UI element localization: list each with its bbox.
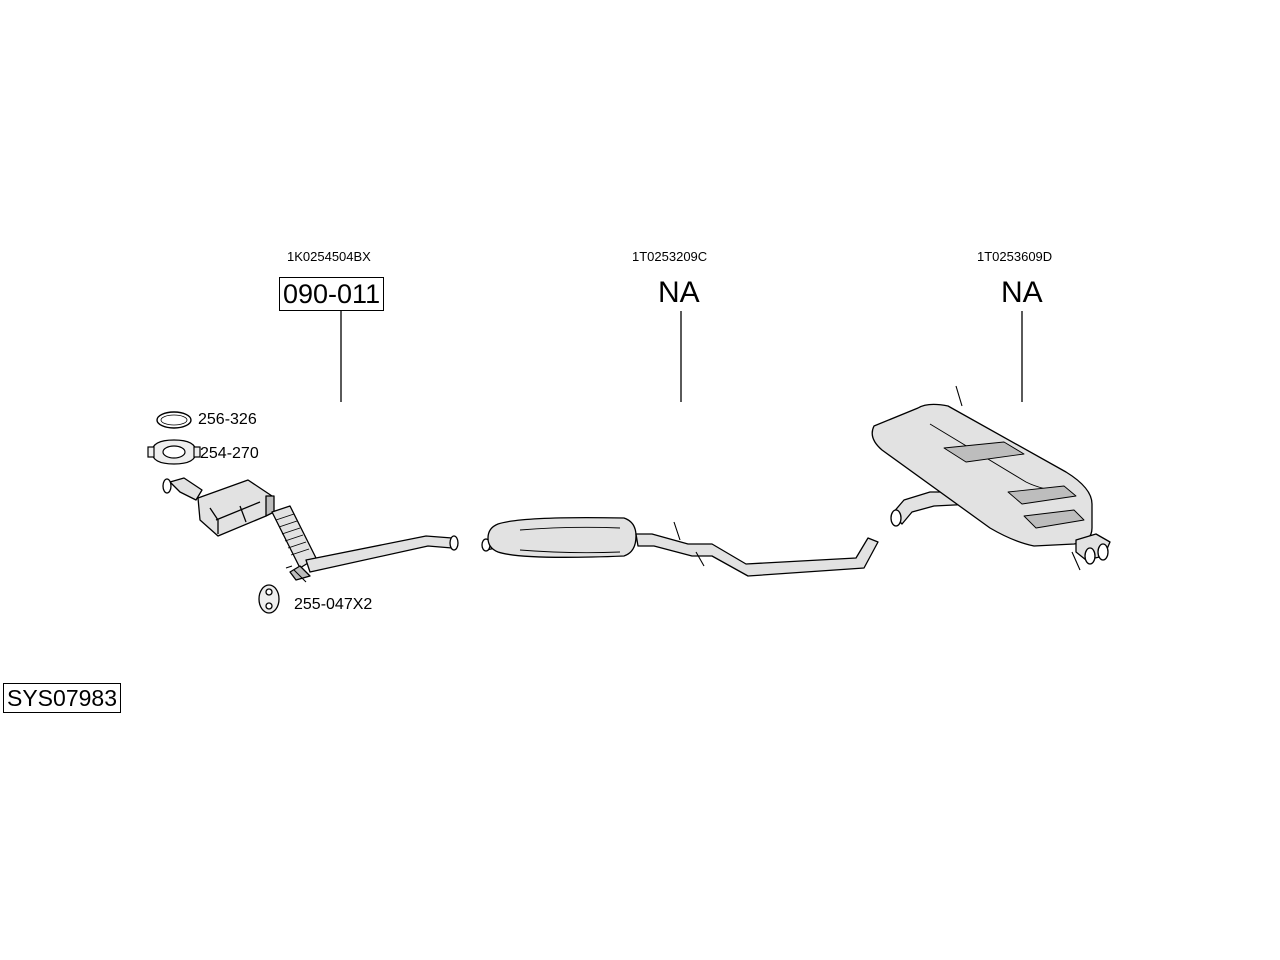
oe-number-part-1: 1K0254504BX <box>287 249 371 264</box>
part-code-part-3[interactable]: NA <box>1001 276 1043 309</box>
part-code-box-1[interactable]: 090-011 <box>279 277 385 311</box>
accessory-label-gasket[interactable]: 256-326 <box>198 411 257 428</box>
accessory-label-clamp[interactable]: 254-270 <box>200 445 259 462</box>
middle-silencer-drawing <box>481 516 879 577</box>
catalytic-converter-drawing <box>162 477 459 583</box>
clamp-icon <box>147 439 201 465</box>
rubber-mount-icon <box>258 584 280 614</box>
system-code-box: SYS07983 <box>3 683 121 713</box>
rear-silencer-drawing <box>871 385 1111 571</box>
gasket-ring-icon <box>156 411 192 429</box>
accessory-label-mount[interactable]: 255-047X2 <box>294 596 373 613</box>
part-code-part-2[interactable]: NA <box>658 276 700 309</box>
oe-number-part-3: 1T0253609D <box>977 249 1053 264</box>
oe-number-part-2: 1T0253209C <box>632 249 708 264</box>
